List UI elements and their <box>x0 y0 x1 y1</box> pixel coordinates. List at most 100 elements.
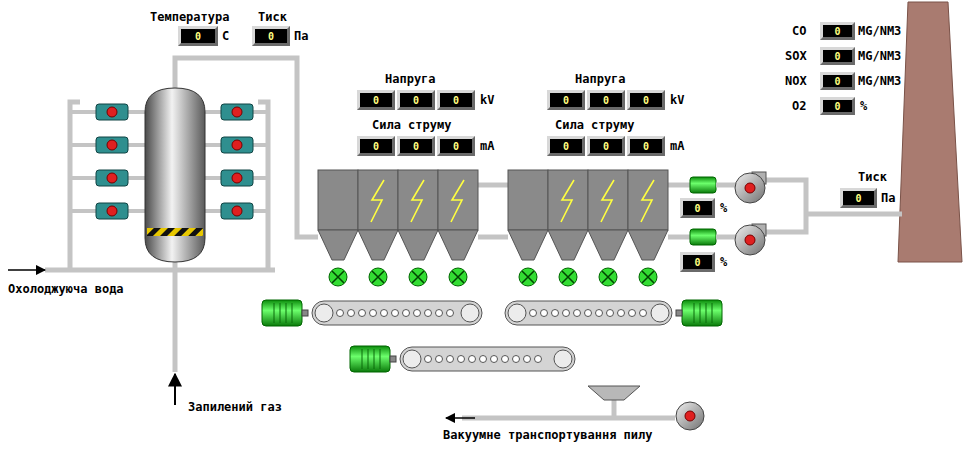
digital-display: 0 <box>547 136 585 156</box>
plant-label: Вакуумне транспортування пилу <box>443 428 653 442</box>
motor <box>350 346 396 372</box>
plant-label: Запилений газ <box>188 400 282 414</box>
plant-label: C <box>222 29 229 43</box>
motor <box>676 300 722 326</box>
display-value: 0 <box>643 141 649 152</box>
plant-label: Температура <box>150 10 229 24</box>
plant-label: Напруга <box>385 72 436 86</box>
plant-label: NOX <box>785 74 807 88</box>
valve <box>221 203 253 219</box>
plant-label: Па <box>294 29 308 43</box>
precipitator-field <box>398 170 438 260</box>
digital-display: 0 <box>680 198 715 218</box>
display-value: 0 <box>563 95 569 106</box>
stack <box>898 2 962 262</box>
plant-label: kV <box>480 93 494 107</box>
display-value: 0 <box>694 257 700 268</box>
gas-pipe <box>175 58 902 418</box>
digital-display: 0 <box>397 136 435 156</box>
display-value: 0 <box>195 31 201 42</box>
digital-display: 0 <box>547 90 585 110</box>
valve <box>221 170 253 186</box>
precipitator-field <box>628 170 668 260</box>
plant-label: SOX <box>785 49 807 63</box>
flow-arrow <box>446 417 475 419</box>
belt-conveyor <box>312 301 482 325</box>
display-value: 0 <box>834 51 840 62</box>
precipitator-field <box>318 170 358 260</box>
display-value: 0 <box>643 95 649 106</box>
plant-label: % <box>720 255 727 269</box>
hazard-band <box>147 228 203 236</box>
plant-label: Охолоджуюча вода <box>8 282 124 296</box>
vacuum-fan <box>676 402 704 430</box>
display-value: 0 <box>453 95 459 106</box>
valve <box>96 203 128 219</box>
digital-display: 0 <box>840 188 877 208</box>
digital-display: 0 <box>252 26 290 46</box>
vacuum-fan <box>685 411 695 421</box>
rotary-valve <box>639 268 657 286</box>
plant-label: MG/NM3 <box>858 74 901 88</box>
digital-display: 0 <box>820 97 855 115</box>
valve <box>221 104 253 120</box>
plant-label: Тиск <box>258 10 287 24</box>
digital-display: 0 <box>587 136 625 156</box>
display-value: 0 <box>834 101 840 112</box>
plant-label: Напруга <box>575 72 626 86</box>
display-value: 0 <box>834 76 840 87</box>
display-value: 0 <box>855 193 861 204</box>
belt-conveyor <box>505 301 672 325</box>
display-value: 0 <box>603 141 609 152</box>
valve <box>96 104 128 120</box>
digital-display: 0 <box>820 72 855 90</box>
rotary-valve <box>369 268 387 286</box>
digital-display: 0 <box>437 136 475 156</box>
digital-display: 0 <box>397 90 435 110</box>
plant-label: Па <box>881 191 895 205</box>
display-value: 0 <box>373 95 379 106</box>
digital-display: 0 <box>437 90 475 110</box>
display-value: 0 <box>453 141 459 152</box>
precipitator-field <box>588 170 628 260</box>
rotary-valve <box>599 268 617 286</box>
digital-display: 0 <box>357 90 395 110</box>
plant-label: % <box>860 99 867 113</box>
plant-label: Сила струму <box>555 118 634 132</box>
display-value: 0 <box>373 141 379 152</box>
belt-conveyor <box>400 347 575 371</box>
plant-label: kV <box>670 93 684 107</box>
display-value: 0 <box>563 141 569 152</box>
cooling-tower <box>145 88 205 262</box>
display-value: 0 <box>603 95 609 106</box>
precipitator-field <box>358 170 398 260</box>
plant-label: MG/NM3 <box>858 24 901 38</box>
valve <box>96 137 128 153</box>
rotary-valve <box>449 268 467 286</box>
display-value: 0 <box>834 26 840 37</box>
display-value: 0 <box>694 203 700 214</box>
flow-arrow <box>174 374 176 405</box>
digital-display: 0 <box>627 136 665 156</box>
digital-display: 0 <box>587 90 625 110</box>
digital-display: 0 <box>178 26 218 46</box>
digital-display: 0 <box>820 47 855 65</box>
plant-label: % <box>720 201 727 215</box>
valve <box>221 137 253 153</box>
plant-label: MG/NM3 <box>858 49 901 63</box>
rotary-valve <box>519 268 537 286</box>
motor <box>262 300 308 326</box>
precipitator-field <box>438 170 478 260</box>
rotary-valve <box>409 268 427 286</box>
rotary-valve <box>329 268 347 286</box>
plant-label: O2 <box>792 99 806 113</box>
plant-label: Тиск <box>858 170 887 184</box>
display-value: 0 <box>413 141 419 152</box>
precipitator-field <box>508 170 548 260</box>
rotary-valve <box>559 268 577 286</box>
flow-arrow <box>8 269 45 271</box>
precipitator-field <box>548 170 588 260</box>
digital-display: 0 <box>820 22 855 40</box>
